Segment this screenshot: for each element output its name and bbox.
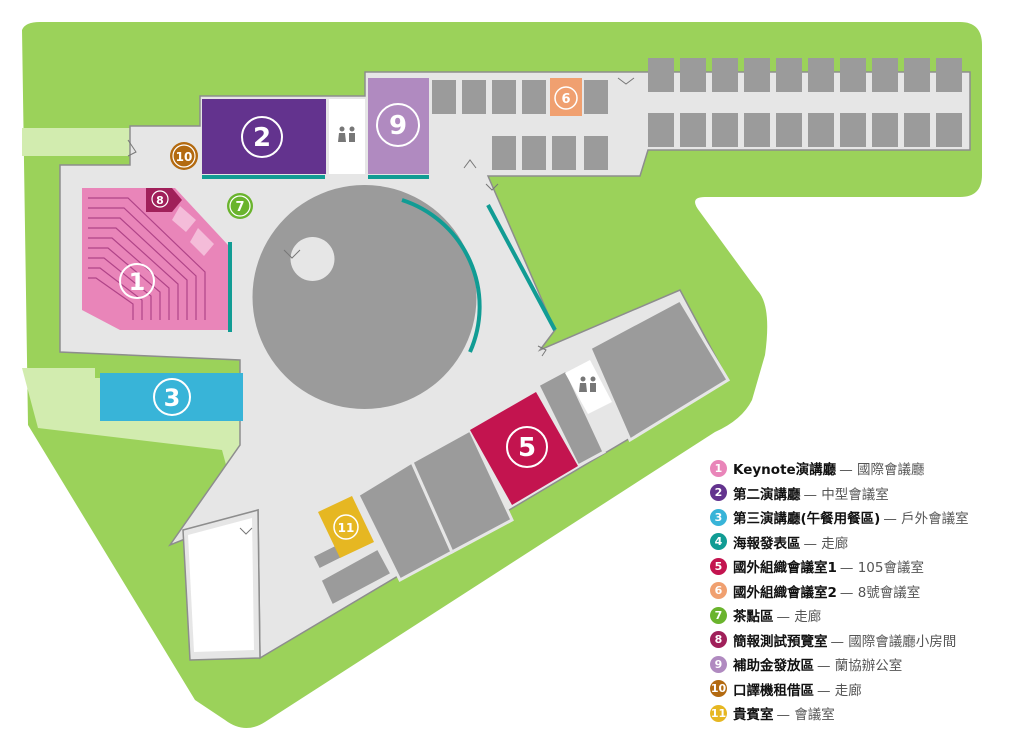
room-8 (146, 188, 182, 212)
legend-number-badge: 2 (710, 484, 727, 502)
legend-description: — 蘭協辦公室 (817, 658, 903, 675)
legend-name: 第三演講廳(午餐用餐區) (733, 511, 881, 528)
svg-text:11: 11 (338, 521, 355, 535)
room-3 (100, 373, 243, 421)
svg-text:7: 7 (235, 200, 244, 215)
badge-2: 2 (241, 116, 283, 158)
legend-item-1: 1 Keynote演講廳— 國際會議廳 (710, 456, 1028, 481)
legend-description: — 8號會議室 (839, 584, 921, 601)
legend-item-6: 6 國外組織會議室2— 8號會議室 (710, 579, 1028, 604)
legend-item-5: 5 國外組織會議室1— 105會議室 (710, 554, 1028, 579)
svg-text:10: 10 (176, 150, 193, 164)
svg-text:2: 2 (253, 123, 271, 153)
room-1-stage-light (172, 206, 214, 256)
legend-number-badge: 10 (710, 680, 727, 698)
legend-number-badge: 8 (710, 631, 727, 649)
central-hall-notch (290, 237, 335, 281)
svg-text:1: 1 (129, 268, 146, 296)
badge-7: 7 (227, 193, 253, 219)
legend-description: — 105會議室 (839, 560, 924, 577)
legend-number-badge: 9 (710, 655, 727, 673)
badge-11: 11 (333, 514, 359, 540)
lower-rooms (309, 298, 731, 609)
legend-description: — 國際會議廳小房間 (830, 633, 957, 650)
legend-number-badge: 7 (710, 606, 727, 624)
lower-wing-white (188, 518, 254, 652)
restroom-top (329, 99, 365, 174)
legend-name: 口譯機租借區 (733, 682, 814, 699)
room-5 (470, 392, 578, 505)
legend-item-11: 11 貴賓室— 會議室 (710, 701, 1028, 726)
svg-text:3: 3 (164, 384, 181, 412)
legend-description: — 會議室 (776, 707, 835, 724)
room-1-seat-rows (88, 197, 206, 320)
restroom-lower (565, 360, 612, 414)
legend-description: — 走廊 (817, 682, 862, 699)
legend-number-badge: 1 (710, 459, 727, 477)
restroom-icon-lower (579, 376, 596, 392)
legend-name: 補助金發放區 (733, 658, 814, 675)
badge-8: 8 (151, 190, 169, 208)
central-hall (252, 185, 477, 409)
legend-number-badge: 3 (710, 508, 727, 526)
legend-name: 國外組織會議室2 (733, 584, 837, 601)
legend-item-10: 10 口譯機租借區— 走廊 (710, 677, 1028, 702)
office-grid (432, 58, 962, 170)
svg-text:6: 6 (561, 92, 570, 107)
legend-description: — 走廊 (776, 609, 822, 626)
walkway-top-left (22, 128, 135, 156)
legend-name: 貴賓室 (733, 707, 774, 724)
room-11 (318, 496, 374, 558)
badge-9: 9 (376, 103, 420, 147)
badge-5: 5 (506, 426, 548, 468)
legend-number-badge: 11 (710, 704, 727, 722)
legend-name: 茶點區 (733, 609, 774, 626)
legend-name: 簡報測試預覽室 (733, 633, 828, 650)
door-icon (127, 77, 635, 535)
svg-text:9: 9 (389, 111, 407, 141)
legend-name: Keynote演講廳 (733, 462, 837, 479)
legend-item-9: 9 補助金發放區— 蘭協辦公室 (710, 652, 1028, 677)
legend-item-3: 3 第三演講廳(午餐用餐區)— 戶外會議室 (710, 505, 1028, 530)
map-legend: 1 Keynote演講廳— 國際會議廳 2 第二演講廳— 中型會議室 3 第三演講廳(午餐… (710, 456, 1028, 726)
legend-item-8: 8 簡報測試預覽室— 國際會議廳小房間 (710, 628, 1028, 653)
legend-number-badge: 6 (710, 582, 727, 600)
svg-text:5: 5 (518, 433, 536, 463)
legend-item-4: 4 海報發表區— 走廊 (710, 530, 1028, 555)
legend-item-2: 2 第二演講廳— 中型會議室 (710, 481, 1028, 506)
legend-name: 海報發表區 (733, 535, 801, 552)
restroom-icon (338, 126, 355, 142)
legend-item-7: 7 茶點區— 走廊 (710, 603, 1028, 628)
legend-name: 第二演講廳 (733, 486, 801, 503)
poster-corridor (202, 175, 557, 353)
legend-name: 國外組織會議室1 (733, 560, 837, 577)
svg-text:8: 8 (156, 194, 164, 207)
badge-1: 1 (119, 263, 155, 299)
legend-description: — 戶外會議室 (883, 511, 969, 528)
legend-description: — 中型會議室 (803, 486, 889, 503)
badge-3: 3 (153, 378, 191, 416)
legend-number-badge: 5 (710, 557, 727, 575)
legend-description: — 走廊 (803, 535, 849, 552)
badge-6: 6 (554, 86, 578, 110)
legend-description: — 國際會議廳 (839, 462, 925, 479)
room-2 (202, 99, 326, 174)
legend-number-badge: 4 (710, 533, 727, 551)
badge-10: 10 (170, 142, 198, 170)
